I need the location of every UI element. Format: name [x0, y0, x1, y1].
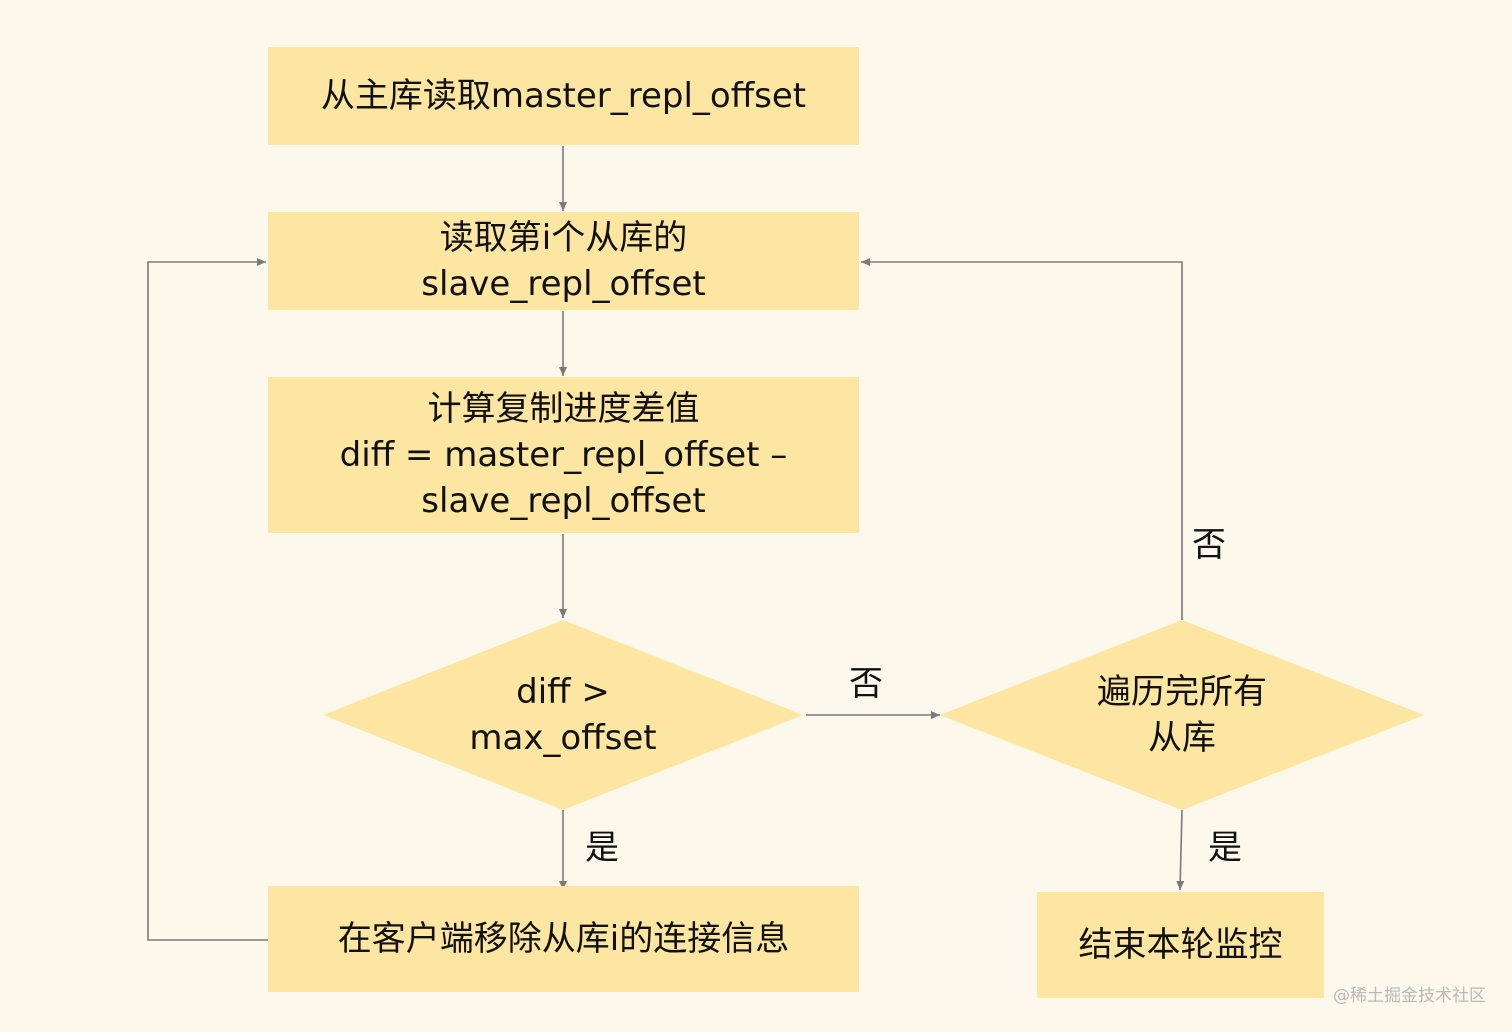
node-read-master: 从主库读取master_repl_offset [268, 47, 859, 145]
edge-label-all-no: 否 [1192, 525, 1226, 565]
decision-all-line-1: 遍历完所有 [1097, 672, 1267, 712]
edge-label-all-yes: 是 [1208, 828, 1242, 868]
edge-all-yes [1176, 809, 1185, 891]
node-compute-diff-line-2: diff = master_repl_offset – [339, 435, 788, 475]
decision-all-label: 遍历完所有 从库 [1002, 660, 1362, 770]
decision-diff-line-2: max_offset [469, 718, 657, 758]
node-end-round: 结束本轮监控 [1037, 892, 1324, 998]
edge-label-diff-no: 否 [849, 664, 883, 704]
node-remove-client-text: 在客户端移除从库i的连接信息 [337, 919, 790, 959]
decision-diff-label: diff > max_offset [383, 660, 743, 770]
decision-all-line-2: 从库 [1148, 718, 1216, 758]
node-read-master-text: 从主库读取master_repl_offset [320, 76, 807, 116]
node-read-slave-line-1: 读取第i个从库的 [439, 218, 688, 258]
decision-diff-diamond [323, 620, 803, 810]
decision-diff-line-1: diff > [516, 672, 610, 712]
edge-remove-loop-back [147, 258, 268, 941]
node-compute-diff-line-1: 计算复制进度差值 [427, 389, 700, 429]
edge-label-diff-yes: 是 [585, 828, 619, 868]
node-end-round-text: 结束本轮监控 [1078, 925, 1283, 965]
node-compute-diff: 计算复制进度差值 diff = master_repl_offset – sla… [268, 377, 859, 533]
node-remove-client: 在客户端移除从库i的连接信息 [268, 886, 859, 992]
decision-all-diamond [940, 620, 1424, 810]
node-compute-diff-line-3: slave_repl_offset [421, 481, 706, 521]
node-read-slave: 读取第i个从库的 slave_repl_offset [268, 212, 859, 310]
node-read-slave-line-2: slave_repl_offset [421, 264, 706, 304]
edge-all-no-loop-back [861, 258, 1183, 620]
watermark: @稀土掘金技术社区 [1333, 986, 1486, 1006]
